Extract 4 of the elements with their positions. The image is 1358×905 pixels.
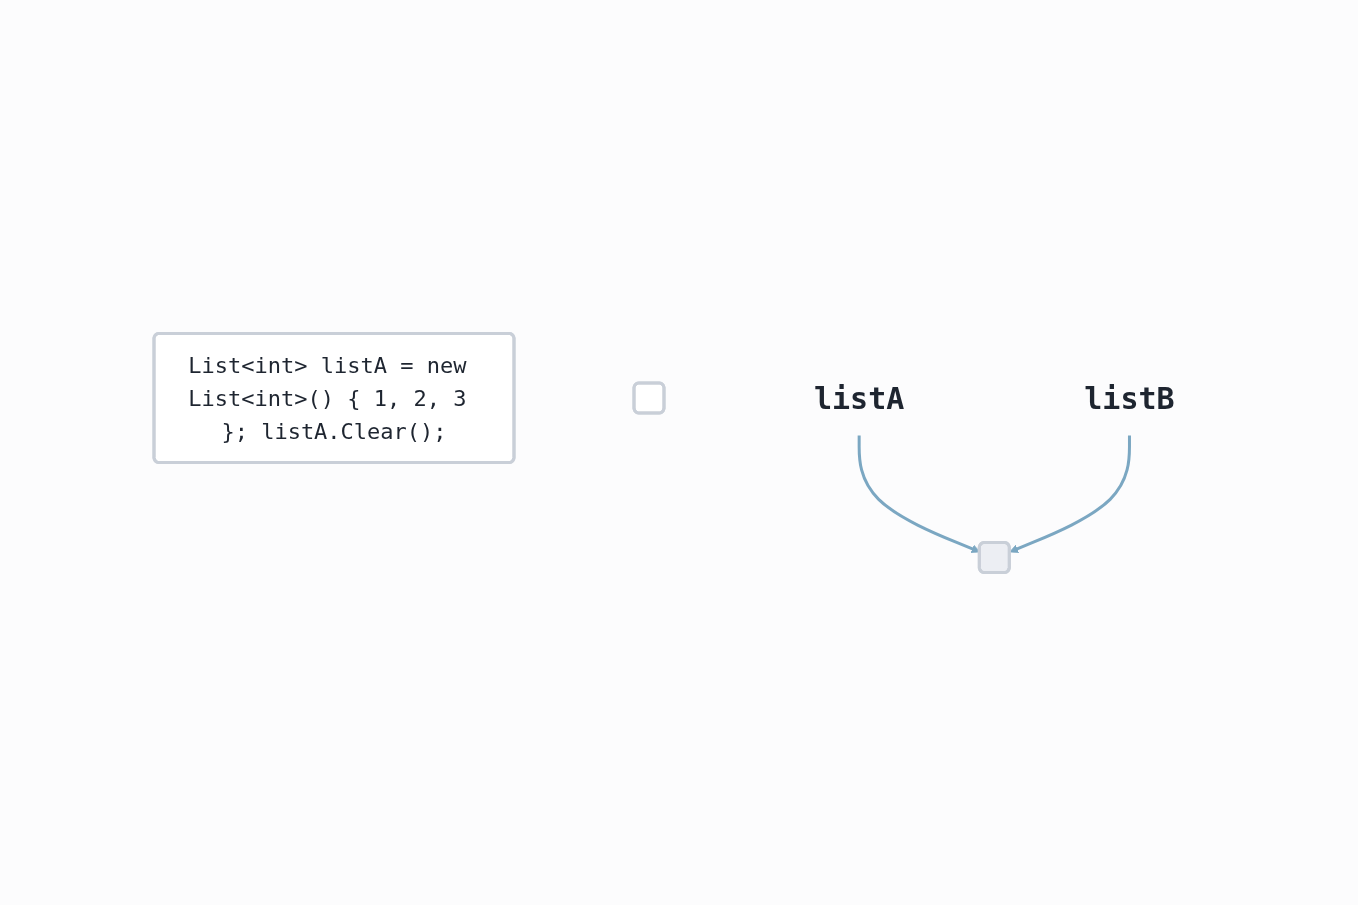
- arrow: [1009, 435, 1131, 553]
- node-text: listA: [813, 380, 904, 415]
- arrow: [857, 435, 980, 553]
- node-text: listB: [1084, 380, 1175, 415]
